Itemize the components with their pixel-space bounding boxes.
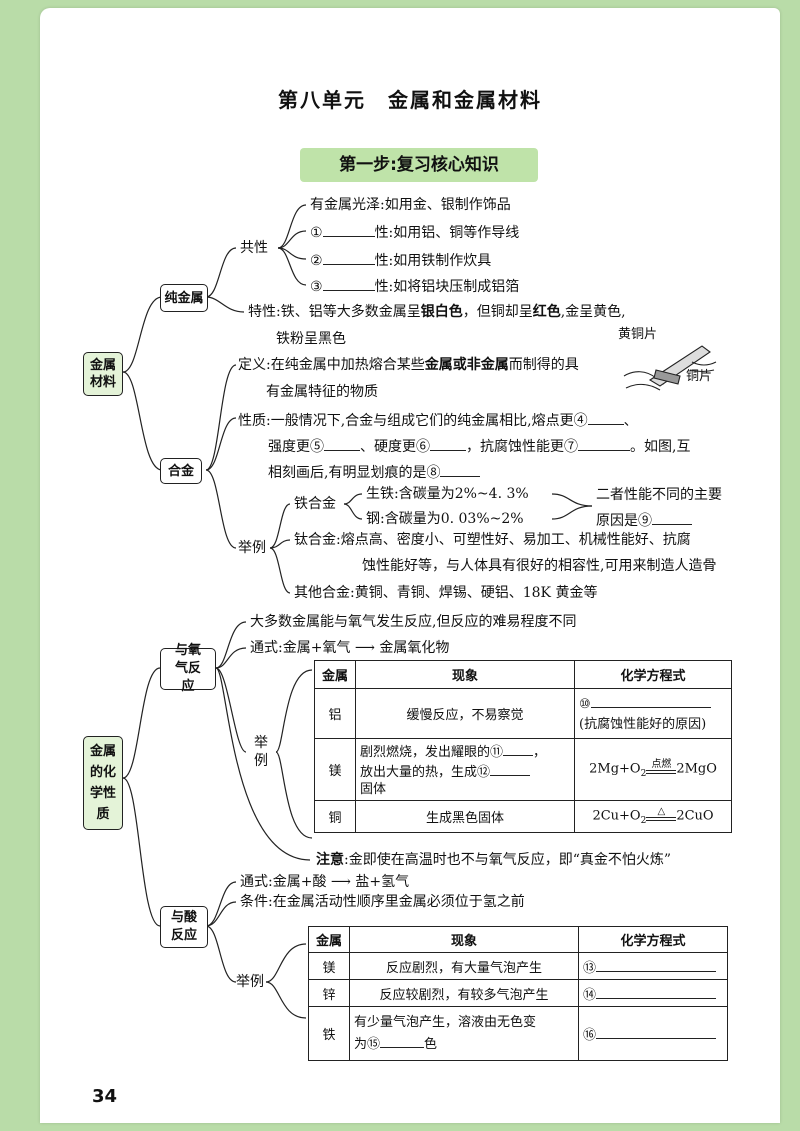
col-phenomenon: 现象 [349, 926, 579, 953]
alloy-property-line1: 性质:一般情况下,合金与组成它们的纯金属相比,熔点更④、 [238, 410, 638, 430]
table-row: 锌 反应较剧烈，有较多气泡产生 ⑭ [308, 979, 728, 1007]
difference-line1: 二者性能不同的主要 [596, 487, 722, 503]
table-row: 铜 生成黑色固体 2Cu+O2△2CuO [314, 800, 732, 833]
pig-iron-text: 生铁:含碳量为2%~4. 3% [366, 486, 529, 502]
oxygen-general-formula: 通式:金属+氧气 ⟶ 金属氧化物 [250, 640, 450, 656]
special-property-line2: 铁粉呈黑色 [276, 331, 346, 347]
acid-condition: 条件:在金属活动性顺序里金属必须位于氢之前 [240, 894, 525, 910]
col-equation: 化学方程式 [578, 926, 728, 953]
col-phenomenon: 现象 [355, 660, 575, 689]
equation-cu: 2Cu+O2△2CuO [574, 800, 732, 833]
oxygen-reaction-table: 金属 现象 化学方程式 铝 缓慢反应，不易察觉 ⑩ (抗腐蚀性能好的原因) 镁 … [314, 660, 732, 833]
acid-example-label: 举例 [236, 974, 264, 990]
alloy-definition: 定义:在纯金属中加热熔合某些金属或非金属而制得的具 [238, 357, 579, 373]
node-pure-metal: 纯金属 [160, 284, 208, 312]
node-alloy: 合金 [160, 458, 202, 484]
common-label: 共性 [240, 240, 268, 256]
table-row: 镁 反应剧烈，有大量气泡产生 ⑬ [308, 952, 728, 980]
scratch-test-illustration [623, 345, 717, 391]
gold-note: 注意:金即使在高温时也不与氧气反应，即“真金不怕火炼” [316, 852, 672, 868]
iron-alloy-label: 铁合金 [294, 496, 336, 512]
steel-text: 钢:含碳量为0. 03%~2% [366, 511, 524, 527]
oxygen-reaction-note: 大多数金属能与氧气发生反应,但反应的难易程度不同 [250, 614, 577, 630]
alloy-property-line2: 强度更⑤、硬度更⑥，抗腐蚀性能更⑦。如图,互 [268, 436, 690, 456]
alloy-definition-line2: 有金属特征的物质 [266, 384, 378, 400]
brass-label: 黄铜片 [618, 327, 658, 342]
unit-title: 第八单元 金属和金属材料 [278, 88, 542, 112]
col-metal: 金属 [314, 660, 356, 689]
node-react-with-oxygen: 与氧气反应 [160, 643, 216, 694]
mind-map-connectors [122, 204, 593, 1019]
table-row: 铝 缓慢反应，不易察觉 ⑩ (抗腐蚀性能好的原因) [314, 688, 732, 739]
section-banner: 第一步:复习核心知识 [300, 148, 538, 182]
col-equation: 化学方程式 [574, 660, 732, 689]
node-metal-materials: 金属材料 [83, 352, 123, 396]
alloy-example-label: 举例 [238, 540, 266, 556]
node-react-with-acid: 与酸反应 [160, 906, 208, 948]
common-luster: 有金属光泽:如用金、银制作饰品 [310, 197, 511, 213]
acid-general-formula: 通式:金属+酸 ⟶ 盐+氢气 [240, 874, 410, 890]
special-property: 特性:铁、铝等大多数金属呈银白色，但铜却呈红色,金呈黄色, [248, 304, 626, 320]
difference-line2: 原因是⑨ [596, 510, 692, 530]
page-number: 34 [92, 1086, 118, 1107]
acid-reaction-table: 金属 现象 化学方程式 镁 反应剧烈，有大量气泡产生 ⑬ 锌 反应较剧烈，有较多… [308, 926, 728, 1061]
alloy-property-line3: 相刻画后,有明显划痕的是⑧ [268, 462, 481, 482]
col-metal: 金属 [308, 926, 350, 953]
textbook-page: 第八单元 金属和金属材料 第一步:复习核心知识 [40, 8, 780, 1123]
node-chemical-properties: 金属的化学性质 [83, 736, 123, 830]
titanium-alloy-line1: 钛合金:熔点高、密度小、可塑性好、易加工、机械性能好、抗腐 [294, 532, 691, 548]
oxygen-example-label: 举例 [254, 735, 268, 769]
titanium-alloy-line2: 蚀性能好等，与人体具有很好的相容性,可用来制造人造骨 [362, 558, 717, 574]
other-alloys: 其他合金:黄铜、青铜、焊锡、硬铝、18K 黄金等 [294, 585, 598, 601]
copper-label: 铜片 [686, 369, 713, 384]
